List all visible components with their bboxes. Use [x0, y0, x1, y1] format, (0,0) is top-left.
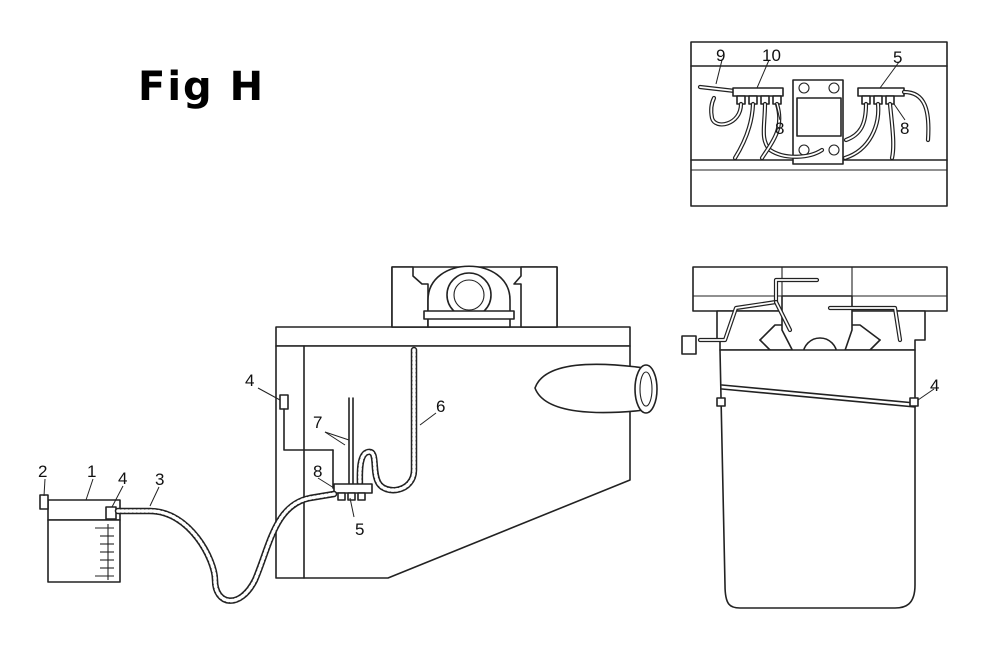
machine-side-view [275, 265, 658, 579]
callout-3: 3 [155, 470, 164, 489]
inset-callout-10: 10 [762, 46, 781, 65]
tank-cap [39, 494, 49, 510]
inset-supply-tube [697, 84, 738, 94]
inset-manifold-left [732, 87, 784, 105]
table-top-band [275, 326, 631, 347]
manifold-main [333, 483, 373, 501]
main-callouts: 1 2 3 4 4 5 6 7 8 [38, 371, 445, 539]
callout-4-valve: 4 [245, 371, 254, 390]
end-view-chip-pan [719, 349, 916, 609]
return-hose [356, 346, 418, 494]
inset-callout-5: 5 [893, 48, 902, 67]
callout-8: 8 [313, 462, 322, 481]
callout-7: 7 [313, 413, 322, 432]
inset-branch-tubes-right [842, 89, 931, 161]
supply-hose [114, 490, 338, 604]
inset-branch-tubes-left [709, 95, 825, 161]
tank-gauge [95, 524, 114, 580]
callout-5: 5 [355, 520, 364, 539]
inset-detail-view: 9 10 5 8 8 [690, 41, 948, 207]
machine-body [275, 345, 631, 579]
spindle-cylinder [534, 363, 646, 414]
callout-4-tank: 4 [118, 469, 127, 488]
machine-end-view: 4 [681, 266, 948, 609]
inset-callout-8-left: 8 [775, 119, 784, 138]
tank-fitting [105, 506, 117, 520]
figure-title: Fig H [138, 64, 265, 110]
end-view-valve-left [716, 397, 726, 407]
end-view-valve-right [909, 397, 919, 407]
end-view-fitting [681, 335, 697, 355]
callout-2: 2 [38, 462, 47, 481]
callout-1: 1 [87, 462, 96, 481]
valve-upper [279, 394, 334, 451]
end-view-callout-4: 4 [930, 376, 939, 395]
inset-callout-8-right: 8 [900, 119, 909, 138]
inset-callout-9: 9 [716, 46, 725, 65]
tank-body [47, 519, 121, 583]
coolant-tank [39, 494, 121, 583]
callout-6: 6 [436, 397, 445, 416]
